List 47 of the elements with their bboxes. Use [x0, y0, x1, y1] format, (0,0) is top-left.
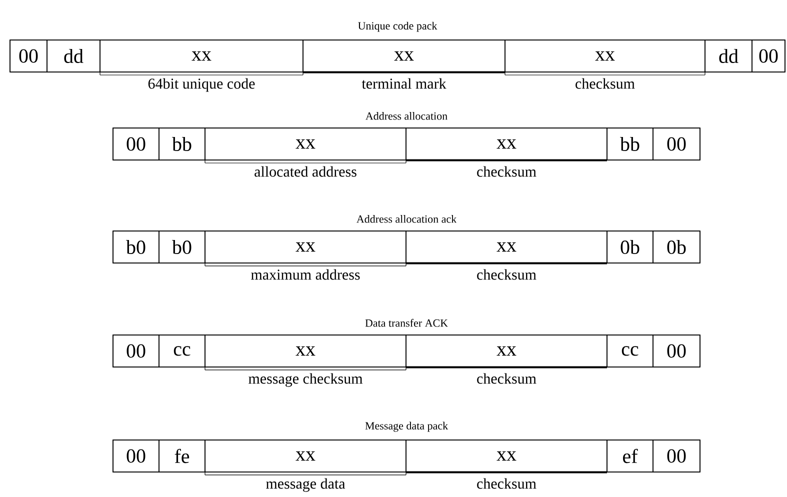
field-cell: xx: [406, 128, 608, 162]
field-cell: xx: [204, 440, 406, 476]
field-cell: xx: [406, 230, 608, 264]
field-label: checksum: [477, 166, 536, 177]
packet-title: Data transfer ACK: [365, 318, 448, 327]
byte-cell: 00: [652, 128, 700, 160]
byte-cell: fe: [158, 440, 206, 472]
field-cell: xx: [504, 40, 706, 76]
byte-cell: 00: [652, 334, 700, 368]
byte-cell: dd: [46, 40, 100, 72]
field-label: message checksum: [248, 373, 363, 387]
byte-cell: 00: [112, 128, 160, 160]
packet-title: Message data pack: [365, 422, 448, 432]
field-label: checksum: [576, 78, 635, 89]
byte-cell: cc: [606, 334, 654, 368]
byte-cell: 00: [112, 334, 160, 368]
field-label: checksum: [477, 478, 536, 489]
byte-cell: cc: [158, 334, 206, 368]
byte-cell: bb: [606, 128, 654, 160]
byte-cell: b0: [158, 230, 206, 264]
field-label: message data: [266, 478, 346, 492]
field-label: checksum: [477, 269, 536, 280]
field-cell: xx: [302, 40, 506, 74]
byte-cell: bb: [158, 128, 206, 160]
byte-cell: ef: [606, 440, 654, 472]
field-label: terminal mark: [362, 78, 446, 89]
byte-cell: 0b: [652, 230, 700, 264]
field-cell: xx: [406, 440, 608, 474]
byte-cell: dd: [704, 40, 752, 72]
byte-cell: 00: [652, 440, 700, 472]
field-label: checksum: [477, 373, 536, 384]
packet-title: Address allocation ack: [356, 215, 457, 223]
field-cell: xx: [406, 334, 608, 368]
byte-cell: 00: [752, 40, 786, 72]
packet-title: Unique code pack: [358, 22, 438, 32]
field-label: maximum address: [251, 269, 360, 280]
packet-title: Address allocation: [366, 112, 448, 120]
field-label: allocated address: [254, 166, 356, 177]
field-label: 64bit unique code: [148, 78, 255, 92]
byte-cell: b0: [112, 230, 160, 264]
field-cell: xx: [204, 334, 406, 370]
byte-cell: 00: [112, 440, 160, 472]
byte-cell: 0b: [606, 230, 654, 264]
byte-cell: 00: [10, 40, 48, 72]
field-cell: xx: [204, 230, 406, 266]
field-cell: xx: [100, 40, 304, 76]
field-cell: xx: [204, 128, 406, 164]
